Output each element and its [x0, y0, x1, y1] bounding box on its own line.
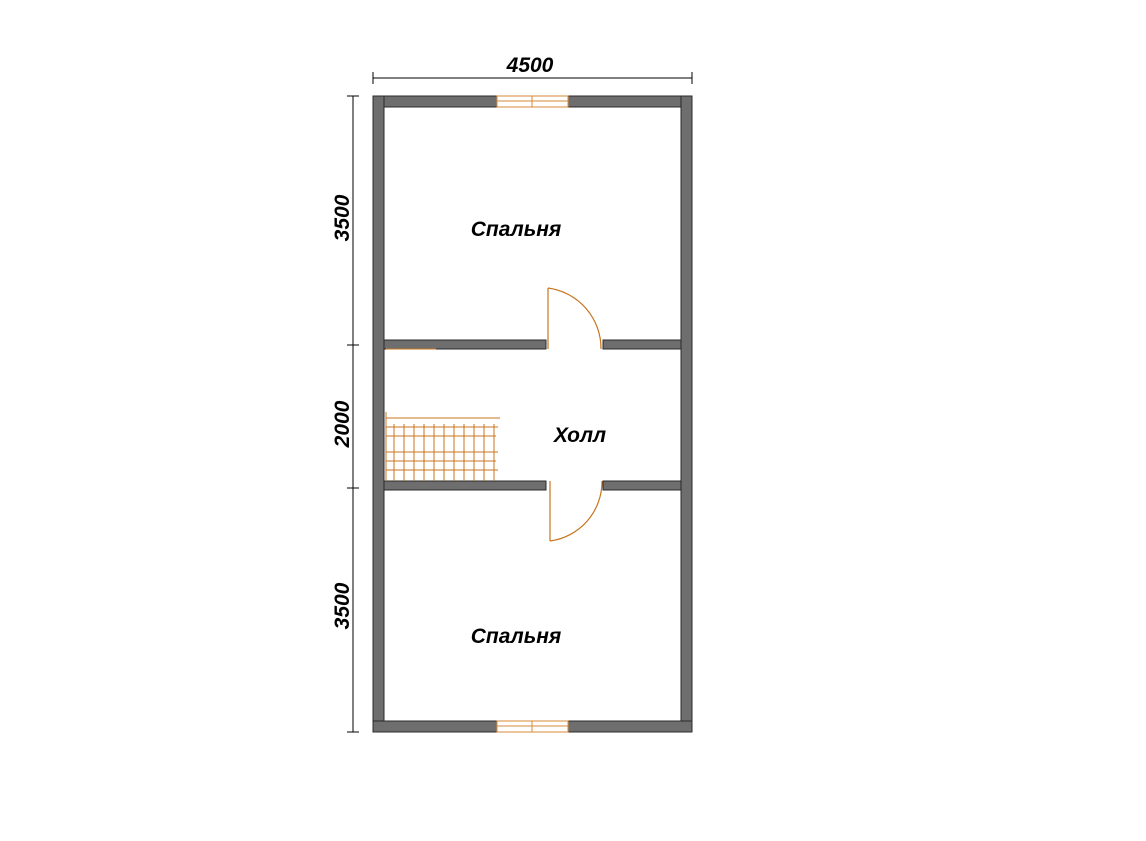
room-label-bedroom-bottom: Спальня	[471, 625, 562, 648]
wall-bottom-right	[567, 720, 693, 733]
wall-right	[680, 95, 693, 733]
door-lower	[549, 480, 603, 542]
wall-lower-right	[602, 480, 682, 491]
left-middle-label: 2000	[331, 400, 354, 448]
top-width-label: 4500	[506, 54, 554, 77]
room-label-hall: Холл	[553, 424, 606, 447]
wall-top-right	[567, 95, 693, 108]
wall-upper-left	[383, 339, 547, 350]
wall-upper-right	[602, 339, 682, 350]
door-upper	[547, 287, 602, 350]
wall-left	[372, 95, 385, 733]
stairs	[385, 348, 500, 481]
wall-top-left	[372, 95, 498, 108]
outer-walls	[372, 95, 693, 733]
window-bottom	[496, 720, 569, 733]
left-top-label: 3500	[331, 194, 354, 241]
inner-walls	[383, 339, 682, 491]
room-label-bedroom-top: Спальня	[471, 218, 562, 241]
window-top	[496, 95, 569, 108]
wall-lower-left	[383, 480, 547, 491]
wall-bottom-left	[372, 720, 498, 733]
left-bottom-label: 3500	[331, 582, 354, 629]
left-dimension: 3500 2000 3500	[331, 95, 359, 733]
top-dimension: 4500	[372, 54, 693, 84]
